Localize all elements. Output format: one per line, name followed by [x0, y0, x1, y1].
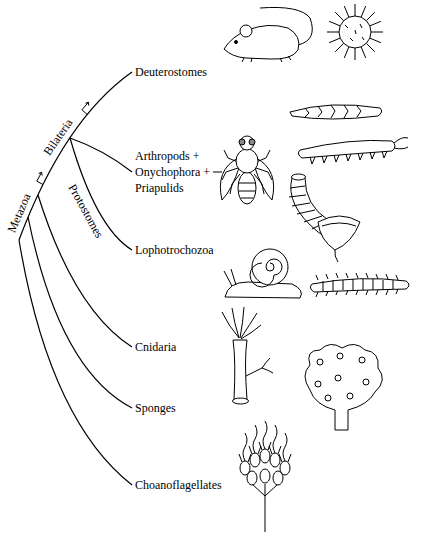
colony-cells: [240, 449, 290, 485]
sponge-osculum: [325, 395, 331, 401]
metazoa-marker: [37, 172, 43, 184]
tree: [19, 72, 132, 485]
fly-eye: [239, 139, 245, 145]
polychaete-segments: [323, 279, 393, 291]
fly-stripes: [239, 183, 255, 198]
clade-label: Choanoflagellates: [135, 477, 222, 493]
mouse-eye: [235, 41, 238, 44]
urchin-texture: [345, 24, 364, 41]
sponge-osculum: [337, 353, 343, 359]
hydra-figure: [222, 307, 273, 404]
sponge-body: [305, 344, 382, 430]
metazoa-arrowhead: [39, 172, 43, 175]
cell: [270, 453, 280, 467]
fly-figure: [220, 136, 273, 204]
polychaete-body: [310, 279, 409, 292]
snail-figure: [224, 249, 301, 298]
branch-label: Protostomes: [65, 181, 108, 241]
lancelet-body: [290, 105, 382, 119]
brachiopod-figure: [318, 216, 360, 262]
urchin-spines: [327, 4, 383, 60]
urchin-test: [339, 16, 371, 48]
sponge-osculum: [317, 359, 323, 365]
mouse-feet: [242, 56, 291, 62]
bilateria-marker: [82, 102, 89, 114]
snail-foot: [225, 282, 301, 298]
lancelet-myomeres: [305, 105, 361, 118]
cell-collars: [239, 442, 291, 462]
sponge-osculum: [315, 381, 321, 387]
clade-label: Sponges: [135, 400, 176, 416]
clade-label: Cnidaria: [135, 339, 176, 355]
lancelet-figure: [290, 105, 382, 119]
colony-stalk: [252, 484, 278, 532]
hydra-tentacles: [222, 307, 261, 339]
cell: [280, 461, 290, 475]
fly-abdomen: [238, 172, 256, 204]
clade-label: Deuterostomes: [135, 64, 207, 80]
sea-urchin-figure: [327, 4, 383, 60]
clade-label: Arthropods + Onychophora + Priapulids: [135, 148, 217, 196]
onychophoran-antennae: [394, 138, 408, 149]
cell: [240, 461, 250, 475]
leader-line: [213, 172, 222, 173]
fly-thorax: [236, 149, 258, 173]
sponge-branch: [28, 217, 132, 408]
snail-shell: [252, 249, 288, 285]
cell: [260, 469, 270, 483]
arthropod-branch: [70, 138, 132, 172]
mouse-ear: [240, 25, 252, 37]
brachiopod-shell: [318, 216, 360, 250]
choanoflagellate-branch: [19, 240, 132, 485]
hydra-disc: [233, 398, 249, 404]
sponge-osculum: [363, 379, 369, 385]
hydra-body: [233, 340, 247, 400]
cell: [250, 453, 260, 467]
brachiopod-detail: [322, 223, 356, 262]
sponge-osculum: [335, 375, 341, 381]
fly-eye: [249, 139, 255, 145]
clade-label: Lophotrochozoa: [135, 242, 214, 258]
choanoflagellate-figure: [239, 421, 291, 532]
snail-spiral: [250, 259, 282, 287]
sponge-osculum: [359, 357, 365, 363]
sponge-osculum: [347, 393, 353, 399]
sponge-figure: [305, 344, 382, 430]
cell: [260, 449, 270, 463]
onychophoran-body: [298, 140, 395, 158]
hydra-bud: [246, 358, 273, 376]
mouse-figure: [224, 7, 312, 62]
bilateria-arrowhead: [85, 102, 88, 105]
onychophoran-figure: [298, 138, 408, 164]
fly-head: [240, 136, 254, 150]
polychaete-figure: [310, 273, 409, 297]
snail-tentacles: [224, 269, 236, 286]
mouse-body: [224, 25, 299, 59]
priapulid-proboscis: [292, 174, 306, 180]
